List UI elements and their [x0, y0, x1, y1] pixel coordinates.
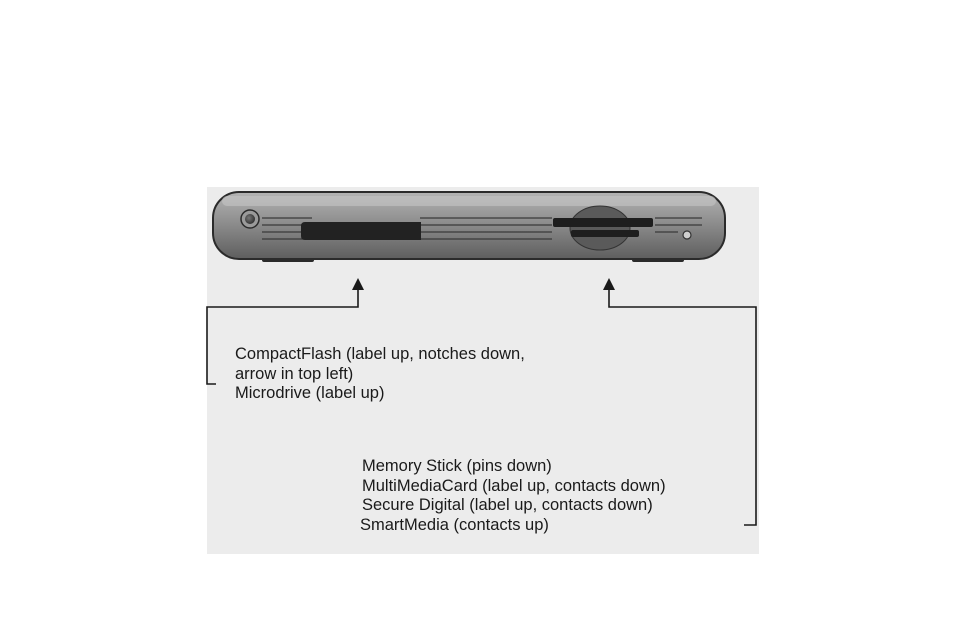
arrowhead-compactflash [352, 278, 364, 290]
label-compactflash: CompactFlash (label up, notches down, [235, 345, 525, 363]
compactflash-slot [301, 222, 421, 240]
label-secure-digital: Secure Digital (label up, contacts down) [362, 496, 653, 515]
arrowhead-combo-slot [603, 278, 615, 290]
callout-line-combo-slot [608, 284, 757, 526]
power-button-center [245, 214, 255, 224]
activity-led [682, 230, 692, 240]
card-reader-highlight [222, 196, 716, 206]
callout-line-compactflash [206, 284, 359, 385]
label-smartmedia: SmartMedia (contacts up) [360, 516, 549, 535]
groove-lines-right [655, 217, 702, 233]
combo-slot-upper [553, 218, 653, 227]
compactflash-labels: CompactFlash (label up, notches down, ar… [235, 345, 525, 404]
label-compactflash-arrow: arrow in top left) [235, 364, 354, 383]
combo-slot-recess [569, 205, 631, 251]
label-microdrive: Microdrive (label up) [235, 384, 385, 403]
combo-slot-labels: Memory Stick (pins down) MultiMediaCard … [360, 457, 666, 536]
label-multimediacard: MultiMediaCard (label up, contacts down) [362, 476, 666, 495]
label-memory-stick: Memory Stick (pins down) [362, 457, 552, 475]
combo-slot-lower [571, 230, 639, 237]
